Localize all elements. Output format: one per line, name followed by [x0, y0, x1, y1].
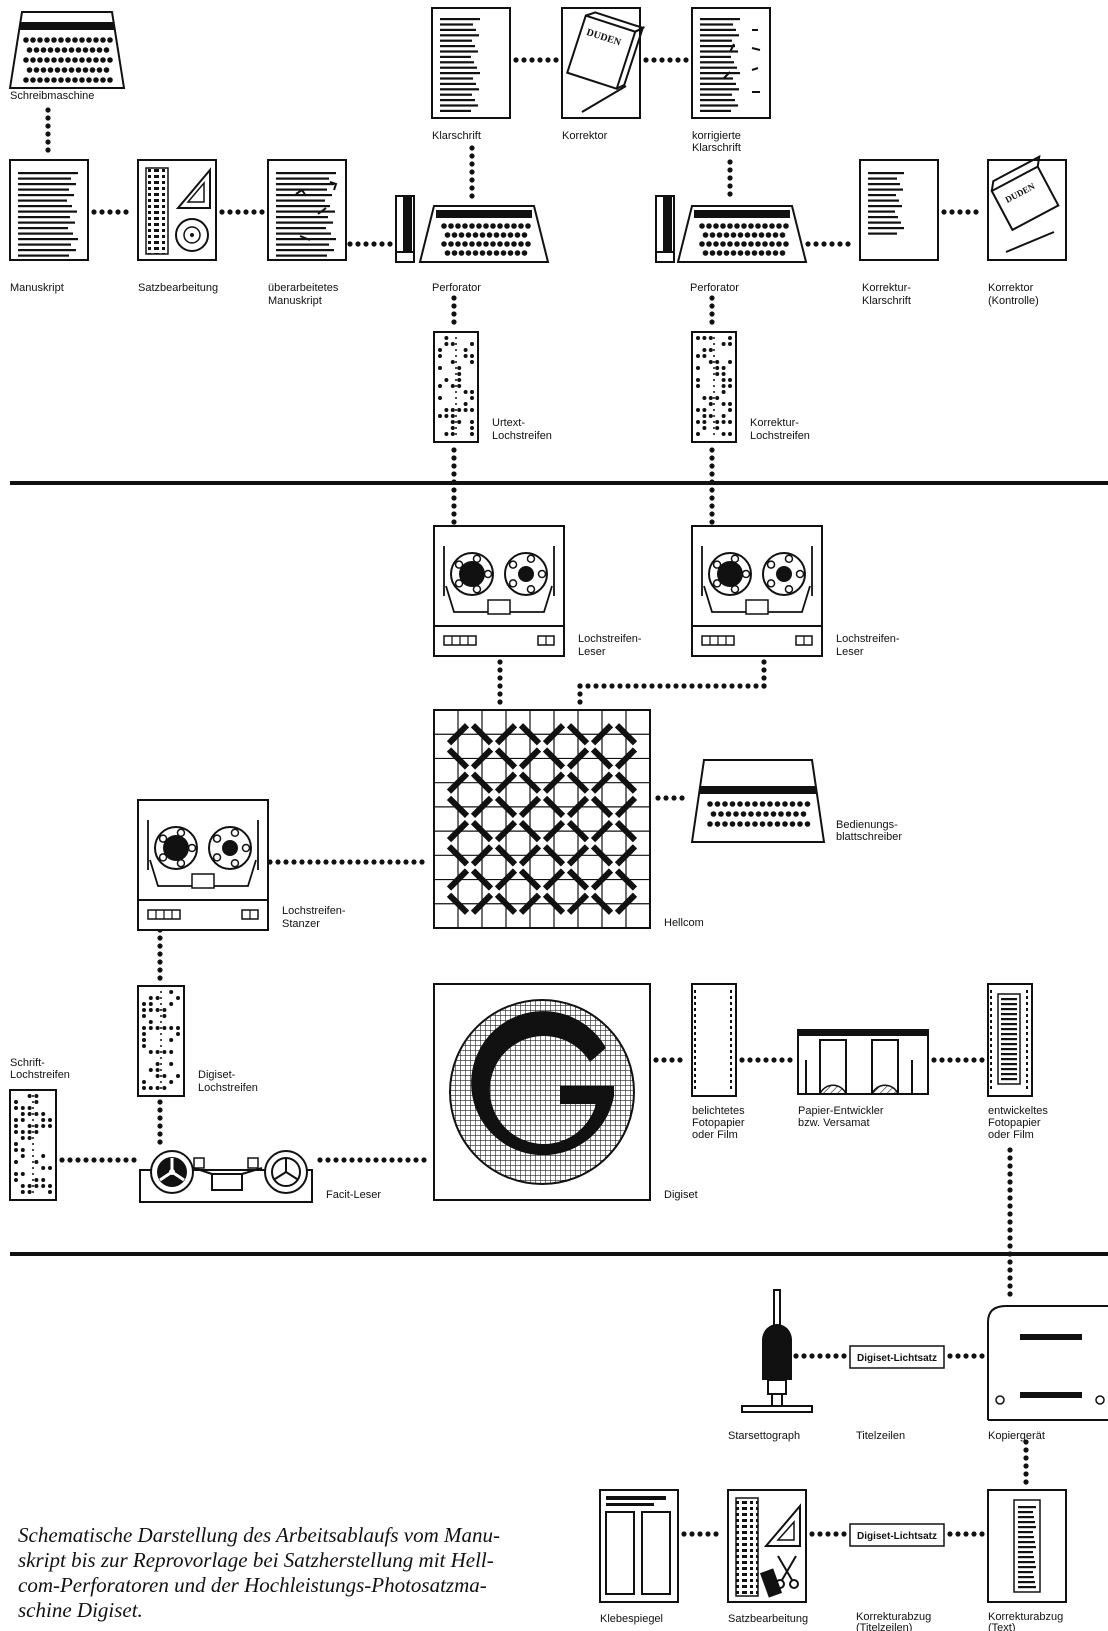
label-belichtet-3: oder Film — [692, 1129, 738, 1141]
label-stanzer: Lochstreifen- — [282, 905, 346, 917]
paper-developer-icon — [797, 1029, 929, 1095]
punched-tape-icon — [433, 331, 479, 443]
label-korrektur-klarschrift: Korrektur- — [862, 282, 911, 294]
duden-book-icon: DUDEN — [561, 7, 646, 119]
label-korrektur-klarschrift-2: Klarschrift — [862, 295, 911, 307]
edited-manuscript-icon — [267, 159, 347, 261]
punched-tape-icon — [691, 331, 737, 443]
proof-text-icon — [987, 1489, 1067, 1603]
label-bedienung-2: blattschreiber — [836, 831, 902, 843]
copier-icon — [987, 1305, 1108, 1421]
label-korrabzug-titel-1: Korrekturabzug — [856, 1611, 931, 1623]
perforator-icon — [655, 195, 808, 263]
starsettograph-icon — [741, 1289, 813, 1413]
perforator-icon — [395, 195, 550, 263]
label-titelzeilen: Titelzeilen — [856, 1430, 905, 1442]
lichtsatz-text: Digiset-Lichtsatz — [857, 1353, 937, 1364]
tape-reader-icon — [433, 525, 565, 657]
label-satzbearbeitung-2: Satzbearbeitung — [728, 1613, 808, 1625]
connectors — [45, 57, 1029, 1537]
pasteup-icon — [599, 1489, 679, 1603]
label-korrektor-kontrolle: Korrektor — [988, 282, 1034, 294]
label-stanzer-2: Stanzer — [282, 918, 320, 930]
corrected-print-icon — [691, 7, 771, 119]
manuscript-icon — [9, 159, 89, 261]
exposed-film-icon — [691, 983, 737, 1097]
label-starsettograph: Starsettograph — [728, 1430, 800, 1442]
label-belichtet-2: Fotopapier — [692, 1117, 745, 1129]
duden-book-icon: DUDEN — [987, 154, 1067, 261]
type-ruler-icon — [137, 159, 217, 261]
facit-reader-icon — [139, 1150, 313, 1203]
label-digiset-lochstreifen-2: Lochstreifen — [198, 1082, 258, 1094]
label-perforator-1: Perforator — [432, 282, 481, 294]
label-leser-2b: Leser — [836, 646, 864, 658]
label-entwickler-1: Papier-Entwickler — [798, 1105, 884, 1117]
font-tape-icon — [9, 1089, 57, 1201]
section-divider — [10, 1252, 1108, 1256]
caption-line-4: schine Digiset. — [18, 1598, 143, 1622]
label-korrabzug-text-2: (Text) — [988, 1622, 1016, 1631]
console-typewriter-icon — [690, 759, 826, 843]
label-klarschrift: Klarschrift — [432, 130, 481, 142]
label-satzbearbeitung: Satzbearbeitung — [138, 282, 218, 294]
clear-print-icon — [431, 7, 511, 119]
typewriter-icon — [8, 11, 126, 89]
label-korrigierte: korrigierte — [692, 130, 741, 142]
label-schreibmaschine: Schreibmaschine — [10, 90, 94, 102]
tape-reader-icon — [691, 525, 823, 657]
correction-print-icon — [859, 159, 939, 261]
developed-film-icon — [987, 983, 1033, 1097]
punched-tape-icon — [137, 985, 185, 1097]
label-korrektur-lochstreifen-2: Lochstreifen — [750, 430, 810, 442]
label-bedienung: Bedienungs- — [836, 819, 898, 831]
label-manuskript: Manuskript — [10, 282, 64, 294]
label-belichtet-1: belichtetes — [692, 1105, 745, 1117]
lichtsatz-label-box: Digiset-Lichtsatz — [849, 1523, 945, 1547]
label-korrektur-lochstreifen: Korrektur- — [750, 417, 799, 429]
label-leser-1b: Leser — [578, 646, 606, 658]
label-ueberarbeitet-2: Manuskript — [268, 295, 322, 307]
tape-punch-icon — [137, 799, 269, 931]
lichtsatz-label-box: Digiset-Lichtsatz — [849, 1345, 945, 1369]
label-digiset-lochstreifen: Digiset- — [198, 1069, 236, 1081]
label-korrektor-kontrolle-2: (Kontrolle) — [988, 295, 1039, 307]
label-entwickelt-1: entwickeltes — [988, 1105, 1048, 1117]
caption-line-2: skript bis zur Reprovorlage bei Satzhers… — [18, 1548, 494, 1572]
label-urtext: Urtext- — [492, 417, 525, 429]
label-facit: Facit-Leser — [326, 1189, 381, 1201]
label-urtext-2: Lochstreifen — [492, 430, 552, 442]
caption-line-1: Schematische Darstellung des Arbeitsabla… — [18, 1523, 500, 1547]
section-divider — [10, 481, 1108, 485]
caption-line-3: com-Perforatoren und der Hochleistungs-P… — [18, 1573, 487, 1597]
label-leser-1: Lochstreifen- — [578, 633, 642, 645]
label-korrektor: Korrektor — [562, 130, 608, 142]
figure-caption: Schematische Darstellung des Arbeitsabla… — [18, 1523, 548, 1623]
lichtsatz-text: Digiset-Lichtsatz — [857, 1531, 937, 1542]
label-entwickelt-3: oder Film — [988, 1129, 1034, 1141]
label-kopiergeraet: Kopiergerät — [988, 1430, 1045, 1442]
digiset-screen-icon — [433, 983, 651, 1201]
label-schrift: Schrift- — [10, 1057, 45, 1069]
label-entwickler-2: bzw. Versamat — [798, 1117, 870, 1129]
label-schrift-2: Lochstreifen — [10, 1069, 70, 1081]
label-hellcom: Hellcom — [664, 917, 704, 929]
hellcom-matrix-icon — [433, 709, 651, 929]
pasteup-tools-icon — [727, 1489, 807, 1603]
label-klebespiegel: Klebespiegel — [600, 1613, 663, 1625]
label-korrabzug-titel-2: (Titelzeilen) — [856, 1622, 912, 1631]
label-leser-2: Lochstreifen- — [836, 633, 900, 645]
label-digiset: Digiset — [664, 1189, 698, 1201]
label-korrigierte-2: Klarschrift — [692, 142, 741, 154]
label-korrabzug-text-1: Korrekturabzug — [988, 1611, 1063, 1623]
label-perforator-2: Perforator — [690, 282, 739, 294]
label-ueberarbeitet: überarbeitetes — [268, 282, 339, 294]
label-entwickelt-2: Fotopapier — [988, 1117, 1041, 1129]
